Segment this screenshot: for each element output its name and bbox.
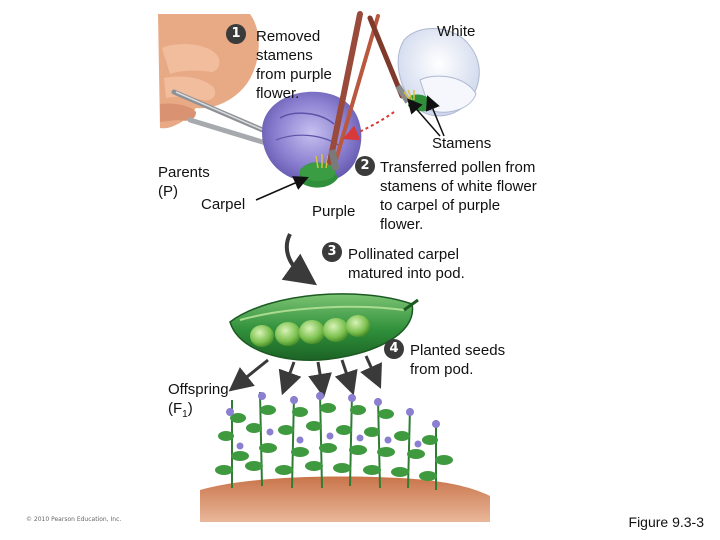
step-1-line-4: flower. <box>256 85 300 102</box>
parents-line-1: Parents <box>158 164 210 181</box>
step-2-badge: 2 <box>355 156 375 176</box>
step-2-line-3: to carpel of purple <box>380 197 501 214</box>
carpel-pointer <box>255 176 309 201</box>
step-1-text: Removed stamens from purple flower. <box>256 27 332 103</box>
offspring-label: Offspring (F1) <box>168 380 229 424</box>
step-1-line-1: Removed <box>256 28 321 45</box>
copyright-notice: © 2010 Pearson Education, Inc. <box>26 516 122 523</box>
offspring-line-2: (F1) <box>168 399 229 424</box>
step-2-line-2: stamens of white flower <box>380 178 537 195</box>
carpel-label: Carpel <box>201 196 246 213</box>
step-4-line-1: Planted seeds <box>410 342 506 359</box>
step-1-line-2: stamens <box>256 47 313 64</box>
plant-leaves <box>215 403 453 481</box>
step-3-line-2: matured into pod. <box>348 265 465 282</box>
purple-flower <box>262 91 362 188</box>
planting-arrows <box>228 355 382 398</box>
pea-pod-icon <box>229 293 419 361</box>
step-1-badge: 1 <box>226 24 246 44</box>
step-4-line-2: from pod. <box>410 361 474 378</box>
maturation-arrow <box>281 233 318 286</box>
parents-label: Parents (P) <box>158 163 210 201</box>
stamens-pointer-1 <box>407 98 441 137</box>
offspring-subscript: 1 <box>182 409 188 420</box>
white-flower <box>397 28 480 117</box>
step-2-line-4: flower. <box>380 216 424 233</box>
offspring-prefix: (F <box>168 400 183 417</box>
stamens-label: Stamens <box>432 135 492 152</box>
plant-flowers <box>226 392 440 450</box>
offspring-suffix: ) <box>187 400 193 417</box>
white-label: White <box>437 23 476 40</box>
step-2-line-1: Transferred pollen from <box>380 159 536 176</box>
step-3-line-1: Pollinated carpel <box>348 246 459 263</box>
step-1-line-3: from purple <box>256 66 332 83</box>
stamens-pointer-2 <box>425 95 445 137</box>
offspring-line-1: Offspring <box>168 381 229 398</box>
figure-caption: Figure 9.3-3 <box>628 514 704 530</box>
parents-line-2: (P) <box>158 183 178 200</box>
soil <box>200 476 490 522</box>
step-3-text: Pollinated carpel matured into pod. <box>348 245 465 283</box>
step-2-text: Transferred pollen from stamens of white… <box>380 158 537 234</box>
paintbrush-icon <box>327 11 411 171</box>
step-4-badge: 4 <box>384 339 404 359</box>
pollen-transfer-arrow <box>342 111 395 141</box>
purple-label: Purple <box>312 203 356 220</box>
step-3-badge: 3 <box>322 242 342 262</box>
step-4-text: Planted seeds from pod. <box>410 341 505 379</box>
